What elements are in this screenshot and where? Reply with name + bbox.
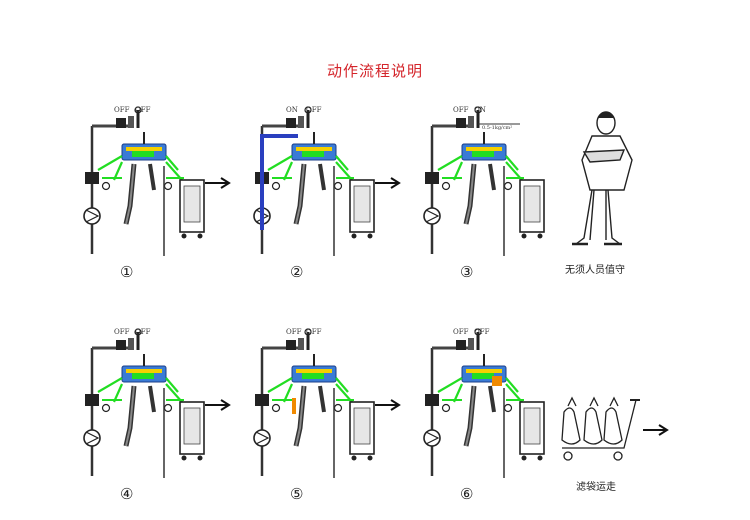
valve-left-label: OFF: [453, 106, 469, 114]
valve-left-label: OFF: [286, 328, 302, 336]
valve-left-label: OFF: [453, 328, 469, 336]
orange-indicator: [292, 398, 296, 414]
valve-right-label: OFF: [135, 328, 151, 336]
step-number: ④: [120, 485, 133, 503]
orange-indicator: [492, 376, 502, 386]
step-number: ⑤: [290, 485, 303, 503]
caption-unattended: 无须人员值守: [565, 263, 625, 276]
step-number: ①: [120, 263, 133, 281]
step-number: ②: [290, 263, 303, 281]
person-figure: [572, 112, 632, 244]
valve-left-label: ON: [286, 106, 298, 114]
caption-bags-removed: 滤袋运走: [576, 480, 616, 493]
step-6-unit: [424, 329, 544, 478]
valve-right-label: ON: [474, 106, 486, 114]
flow-arrow: [205, 178, 229, 188]
valve-right-label: OFF: [306, 106, 322, 114]
step-4-unit: [84, 329, 204, 478]
flow-arrow: [375, 178, 399, 188]
flow-arrow: [205, 400, 229, 410]
step-number: ⑥: [460, 485, 473, 503]
step-2-unit: [254, 107, 374, 256]
bag-cart: [562, 398, 640, 460]
step-number: ③: [460, 263, 473, 281]
valve-right-label: OFF: [474, 328, 490, 336]
step-1-unit: [84, 107, 204, 256]
flow-arrow: [375, 400, 399, 410]
valve-left-label: OFF: [114, 328, 130, 336]
valve-right-label: OFF: [135, 106, 151, 114]
pressure-note: 0.5-1kg/cm²: [482, 125, 512, 131]
flow-arrow: [643, 425, 667, 435]
valve-left-label: OFF: [114, 106, 130, 114]
step-5-unit: [254, 329, 374, 478]
valve-right-label: OFF: [306, 328, 322, 336]
